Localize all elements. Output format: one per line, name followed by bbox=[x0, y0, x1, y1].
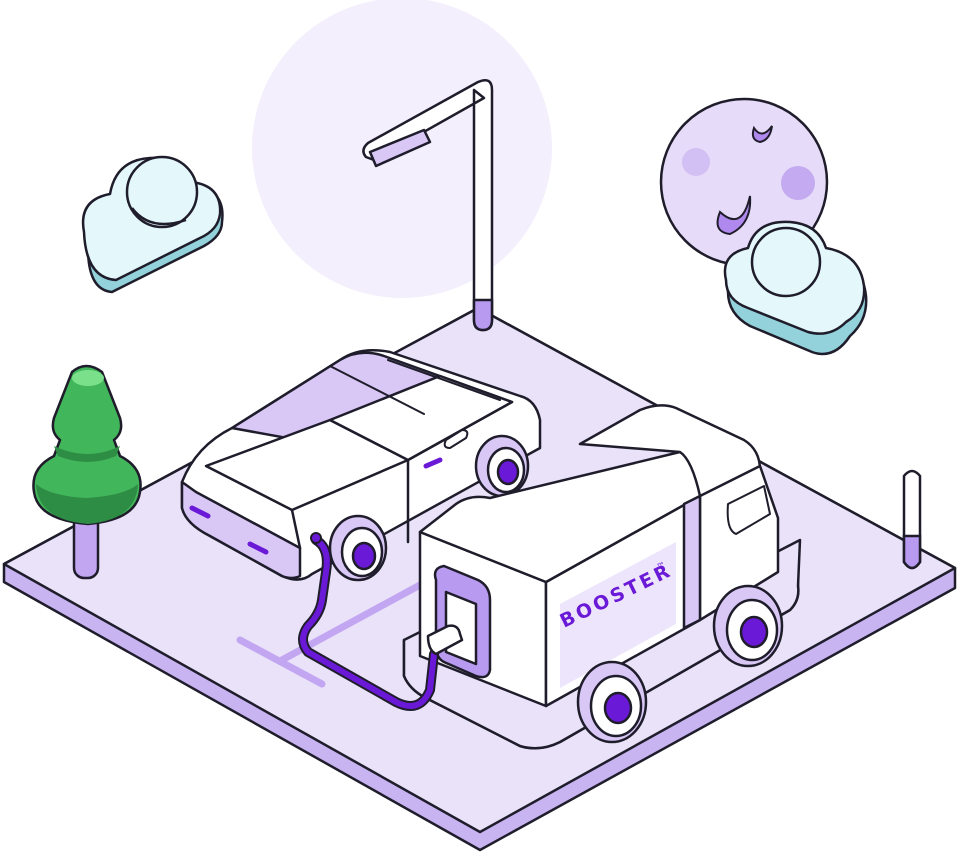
tree-icon bbox=[32, 364, 142, 580]
booster-rear-wheel bbox=[712, 584, 784, 668]
car-rear-wheel bbox=[474, 434, 530, 498]
car-front-wheel bbox=[328, 514, 388, 582]
street-lamp-icon bbox=[362, 79, 494, 332]
booster-truck-icon bbox=[402, 404, 802, 750]
cloud-icon-right bbox=[723, 220, 868, 356]
brand-trademark: ™ bbox=[655, 561, 667, 574]
car-icon bbox=[180, 349, 542, 582]
charging-cable-icon bbox=[298, 532, 464, 711]
cloud-icon-left bbox=[81, 155, 224, 294]
booster-front-wheel bbox=[576, 660, 648, 744]
bollard-icon bbox=[902, 469, 922, 570]
